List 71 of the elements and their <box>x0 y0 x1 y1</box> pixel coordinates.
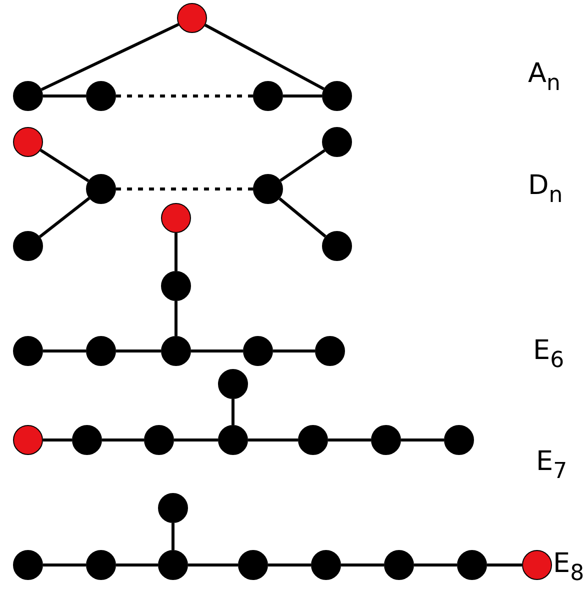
diagram-label: D$_{n}$ <box>528 172 563 207</box>
edge-line <box>40 148 90 182</box>
node-circle <box>86 174 116 204</box>
node-circle <box>315 336 345 366</box>
node-circle <box>457 550 487 580</box>
edge-line <box>116 564 158 566</box>
edge-line <box>328 438 371 442</box>
edge-line <box>191 350 243 352</box>
node-circle <box>161 271 191 301</box>
node-circle <box>158 493 188 523</box>
edge-line <box>401 438 444 442</box>
node-circle <box>86 336 116 366</box>
node-circle <box>522 550 552 580</box>
edge-line <box>174 301 178 336</box>
edge-line <box>341 564 384 566</box>
edge-line <box>188 564 238 566</box>
edge-line <box>414 564 457 566</box>
node-circle <box>298 425 328 455</box>
node-circle <box>218 425 248 455</box>
edge-line <box>280 149 326 182</box>
edge-line <box>283 94 322 98</box>
node-circle <box>253 174 283 204</box>
node-circle <box>322 127 352 157</box>
edge-line <box>248 438 298 442</box>
edge-line <box>38 197 90 238</box>
node-circle <box>161 203 191 233</box>
edge-line <box>278 197 326 238</box>
node-circle <box>13 425 43 455</box>
node-circle <box>177 3 207 33</box>
node-circle <box>161 336 191 366</box>
node-circle <box>72 425 102 455</box>
edge-line <box>273 350 315 352</box>
edge-line <box>174 438 218 442</box>
node-circle <box>444 425 474 455</box>
edge-line <box>43 438 72 442</box>
node-circle <box>13 81 43 111</box>
edge-line <box>43 94 86 98</box>
edge-line <box>116 350 161 352</box>
node-circle <box>253 81 283 111</box>
node-circle <box>13 336 43 366</box>
node-circle <box>13 231 43 261</box>
node-circle <box>218 369 248 399</box>
node-circle <box>86 550 116 580</box>
dotted-line <box>116 188 253 190</box>
node-circle <box>13 550 43 580</box>
edge-line <box>40 23 180 91</box>
node-circle <box>384 550 414 580</box>
edge-line <box>174 233 178 271</box>
edge-line <box>172 523 174 550</box>
edge-line <box>102 438 144 442</box>
edge-line <box>204 24 324 90</box>
node-circle <box>86 81 116 111</box>
node-circle <box>371 425 401 455</box>
node-circle <box>158 550 188 580</box>
diagram-label: A$_{n}$ <box>528 60 560 95</box>
diagram-label: E$_{7}$ <box>536 448 568 483</box>
diagram-label: E$_{8}$ <box>553 550 584 585</box>
edge-line <box>268 564 311 566</box>
node-circle <box>322 81 352 111</box>
node-circle <box>243 336 273 366</box>
edge-line <box>43 350 86 352</box>
dotted-line <box>116 94 253 98</box>
edge-line <box>232 399 234 425</box>
node-circle <box>144 425 174 455</box>
node-circle <box>238 550 268 580</box>
node-circle <box>322 231 352 261</box>
node-circle <box>311 550 341 580</box>
diagram-label: E$_{6}$ <box>533 337 564 372</box>
node-circle <box>13 127 43 157</box>
edge-line <box>43 564 86 566</box>
edge-line <box>487 564 522 566</box>
